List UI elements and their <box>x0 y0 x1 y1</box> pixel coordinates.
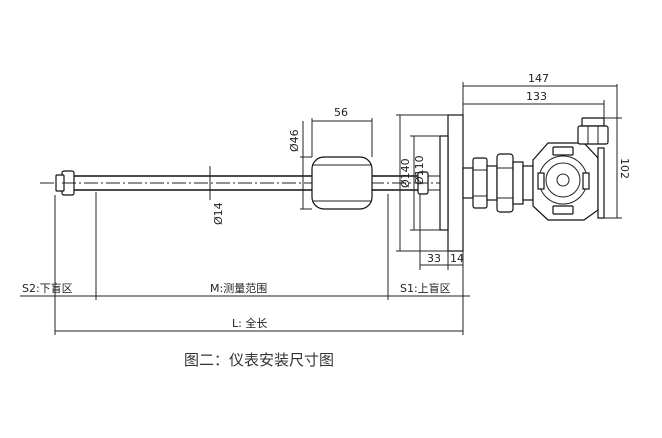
float <box>311 156 373 210</box>
probe-rod <box>40 175 470 191</box>
label-s2: S2:下盲区 <box>22 281 73 295</box>
neck-fittings <box>462 153 534 213</box>
rod-nut <box>417 171 429 195</box>
range-row: S2:下盲区 M:测量范围 S1:上盲区 <box>20 281 470 297</box>
dim-14-diameter: Ø14 <box>212 202 225 225</box>
float-dimensions: 56 Ø46 Ø14 <box>209 106 373 225</box>
dim-46: Ø46 <box>288 129 301 152</box>
figure-caption: 图二：仪表安装尺寸图 <box>184 351 334 369</box>
label-l: L: 全长 <box>232 316 267 330</box>
dim-133: 133 <box>526 90 547 103</box>
dim-110: Ø110 <box>413 155 426 185</box>
transmitter-housing <box>532 117 609 221</box>
dim-147: 147 <box>528 72 549 85</box>
dim-56: 56 <box>334 106 348 119</box>
dim-140: Ø140 <box>399 158 412 188</box>
top-dimensions: 147 133 102 <box>462 72 631 219</box>
length-row: L: 全长 <box>55 316 463 332</box>
dim-14: 14 <box>450 252 464 265</box>
end-nut <box>55 170 75 196</box>
dim-33: 33 <box>427 252 441 265</box>
extension-lines <box>54 192 464 335</box>
label-s1: S1:上盲区 <box>400 281 451 295</box>
dim-102: 102 <box>618 158 631 179</box>
label-m: M:测量范围 <box>210 281 267 295</box>
flange <box>428 114 464 252</box>
